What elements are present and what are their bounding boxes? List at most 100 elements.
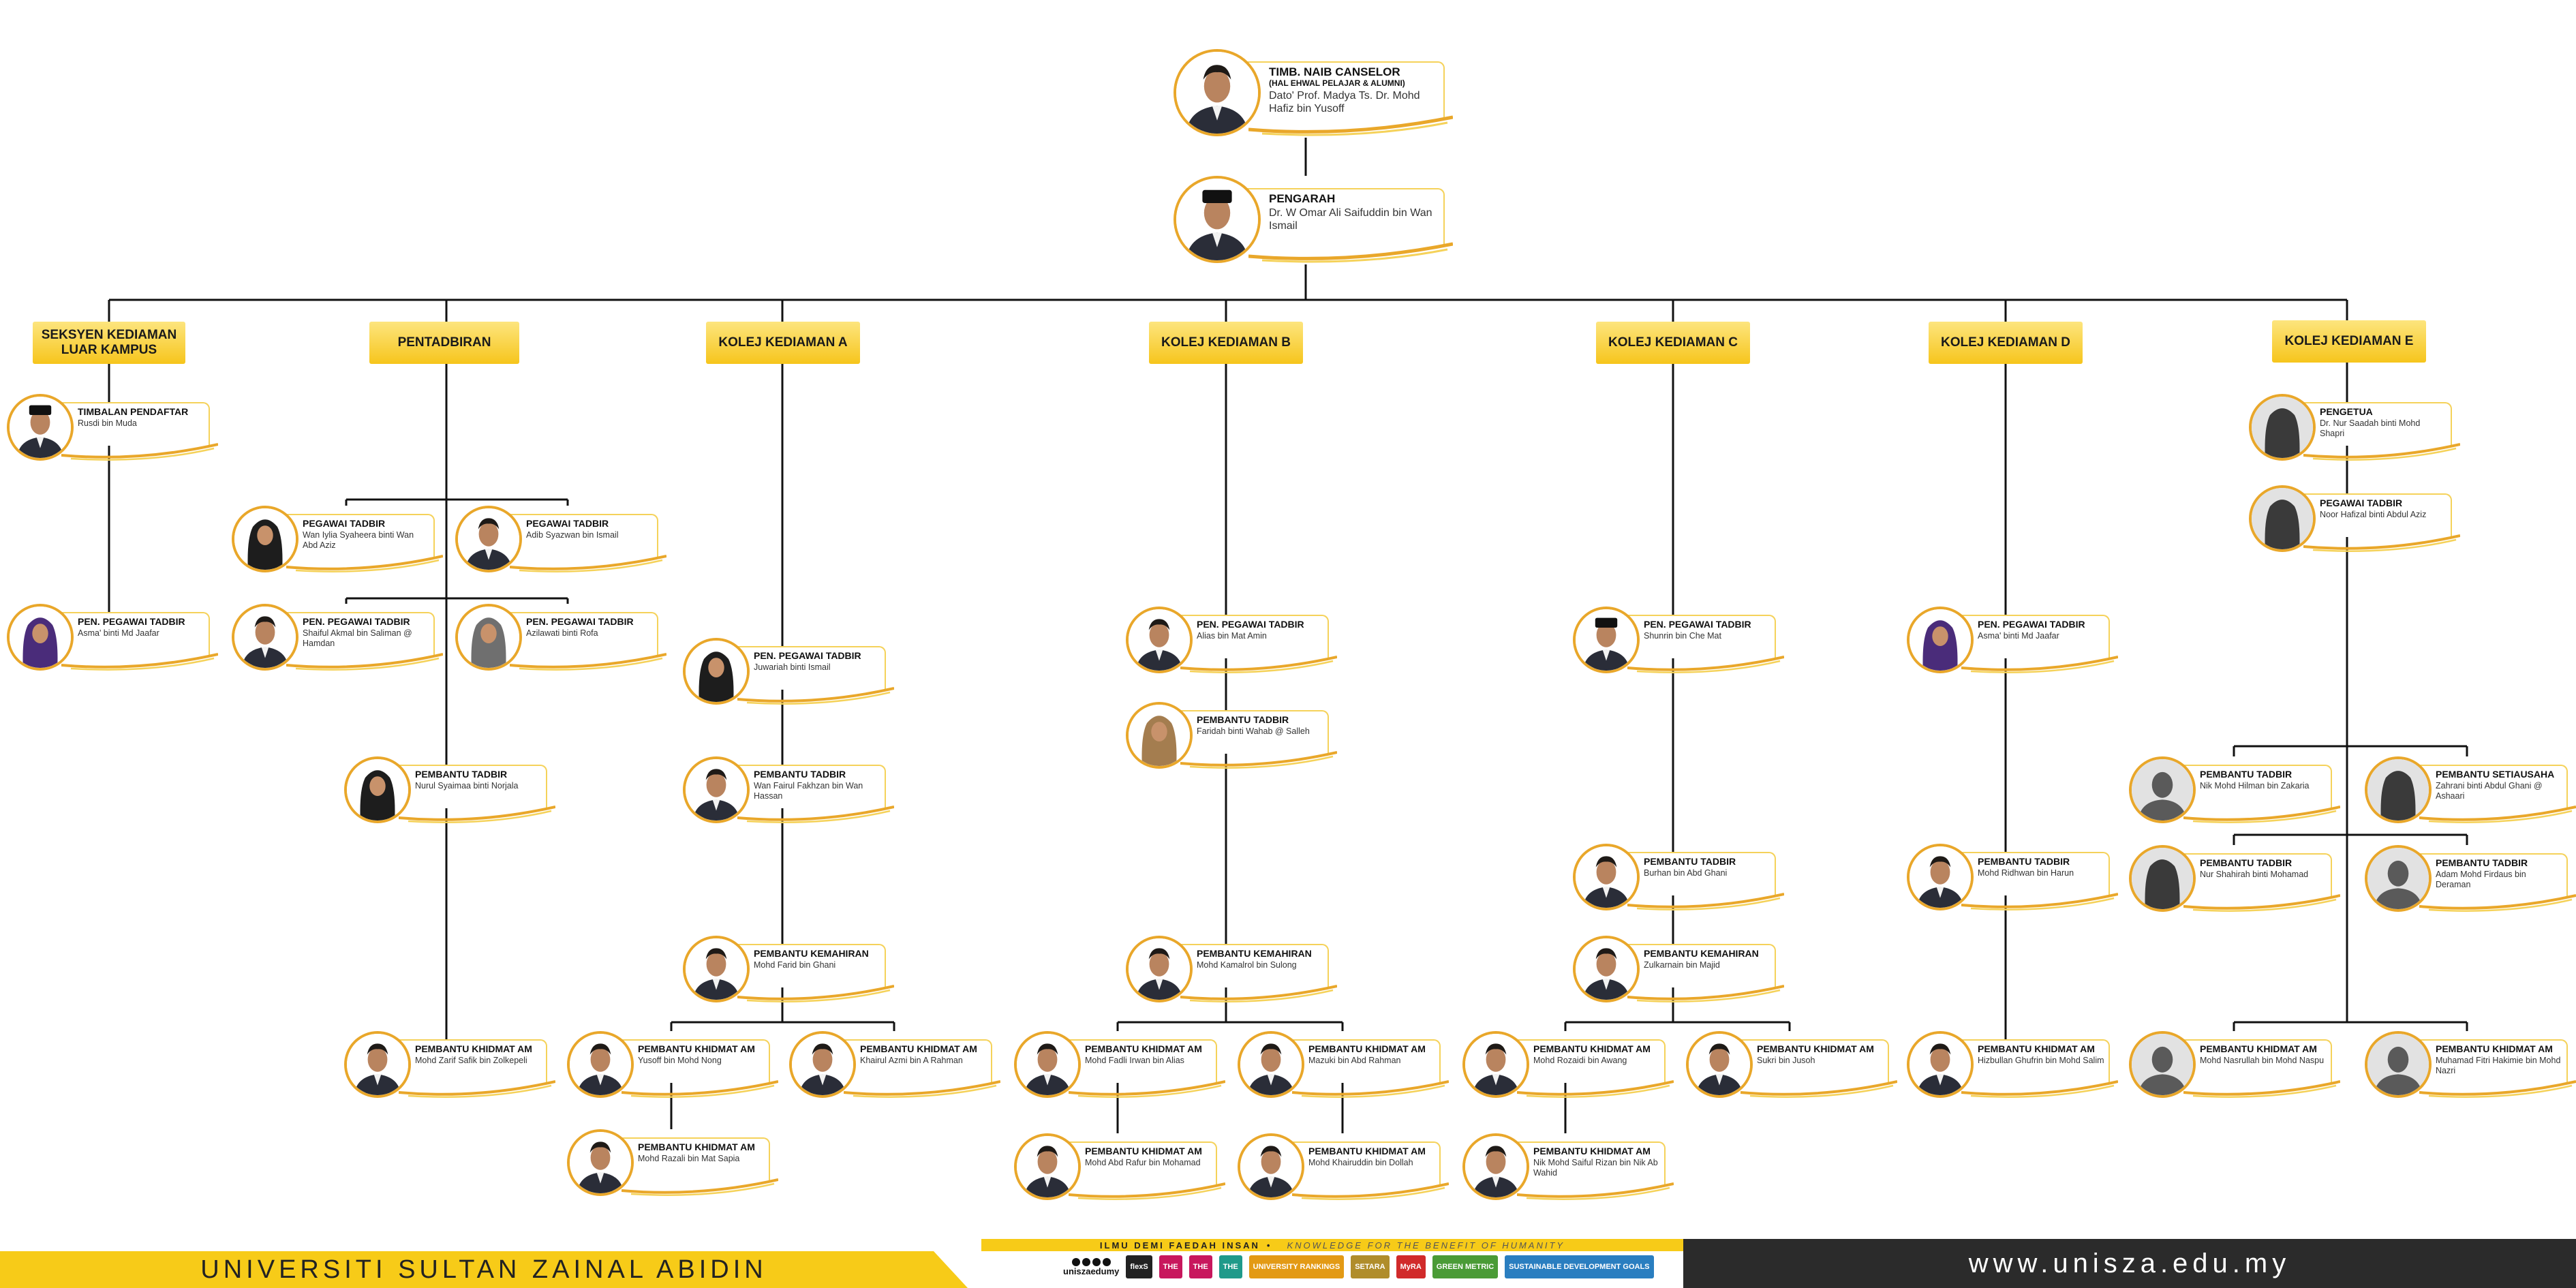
staff-photo — [2365, 845, 2432, 912]
staff-title: PEMBANTU KHIDMAT AM — [638, 1141, 755, 1152]
staff-photo — [2365, 1031, 2432, 1098]
staff-name: Yusoff bin Mohd Nong — [638, 1056, 722, 1065]
staff-title: PEN. PEGAWAI TADBIR — [303, 616, 410, 627]
swoosh-decoration — [1517, 1080, 1674, 1098]
staff-photo — [683, 638, 750, 705]
ranking-logo: flexS — [1126, 1255, 1152, 1278]
social-handle: uniszaedumy — [1063, 1266, 1120, 1276]
staff-name: Muhamad Fitri Hakimie bin Mohd Nazri — [2436, 1056, 2561, 1075]
swoosh-decoration — [1180, 985, 1337, 1002]
staff-name: Adam Mohd Firdaus bin Deraman — [2436, 870, 2526, 889]
staff-title: PEMBANTU TADBIR — [1978, 856, 2070, 867]
swoosh-decoration — [2303, 534, 2460, 552]
staff-photo — [1014, 1133, 1081, 1200]
staff-photo — [1907, 1031, 1974, 1098]
swoosh-decoration — [286, 555, 443, 572]
staff-name: Sukri bin Jusoh — [1757, 1056, 1815, 1065]
staff-title: PEMBANTU TADBIR — [2200, 857, 2293, 868]
unit-kolej-a: KOLEJ KEDIAMAN A — [706, 322, 860, 364]
unit-kolej-d: KOLEJ KEDIAMAN D — [1929, 322, 2083, 364]
staff-name: Adib Syazwan bin Ismail — [526, 530, 619, 540]
swoosh-decoration — [510, 653, 666, 671]
staff-name: Mohd Kamalrol bin Sulong — [1197, 960, 1297, 970]
staff-card: PEMBANTU KHIDMAT AM Sukri bin Jusoh — [1686, 1031, 1897, 1099]
staff-photo — [344, 756, 411, 823]
staff-title: PEMBANTU KHIDMAT AM — [1085, 1043, 1202, 1054]
staff-photo — [683, 936, 750, 1002]
swoosh-decoration — [1069, 1080, 1225, 1098]
ranking-logo: MyRA — [1396, 1255, 1426, 1278]
website-url[interactable]: www.unisza.edu.my — [1683, 1239, 2576, 1288]
staff-name: Khairul Azmi bin A Rahman — [860, 1056, 963, 1065]
staff-title: PEGAWAI TADBIR — [303, 518, 386, 529]
staff-name: Zulkarnain bin Majid — [1644, 960, 1720, 970]
staff-card: PEMBANTU KHIDMAT AM Mohd Khairuddin bin D… — [1238, 1133, 1449, 1201]
staff-title: PEMBANTU SETIAUSAHA — [2436, 769, 2555, 780]
unit-kolej-e: KOLEJ KEDIAMAN E — [2272, 320, 2426, 363]
footer-bar: UNIVERSITI SULTAN ZAINAL ABIDIN ILMU DEM… — [0, 1239, 2576, 1288]
tagline-en: KNOWLEDGE FOR THE BENEFIT OF HUMANITY — [1287, 1240, 1565, 1251]
instagram-icon[interactable] — [1092, 1257, 1101, 1266]
staff-title: PEGAWAI TADBIR — [2320, 497, 2403, 508]
photo-male — [1174, 49, 1261, 136]
unit-seksyen-luar-kampus: SEKSYEN KEDIAMAN LUAR KAMPUS — [33, 322, 185, 364]
swoosh-decoration — [1292, 1182, 1449, 1200]
staff-title: PEMBANTU KHIDMAT AM — [638, 1043, 755, 1054]
staff-photo — [1462, 1031, 1529, 1098]
swoosh-decoration — [737, 806, 894, 823]
staff-title: PEMBANTU KHIDMAT AM — [1757, 1043, 1874, 1054]
staff-name: Mohd Khairuddin bin Dollah — [1308, 1158, 1413, 1167]
swoosh-decoration — [2183, 894, 2340, 912]
staff-title: PEMBANTU KHIDMAT AM — [1085, 1146, 1202, 1156]
staff-title: PEMBANTU KHIDMAT AM — [2436, 1043, 2553, 1054]
staff-photo — [1573, 936, 1640, 1002]
staff-title: PEMBANTU KHIDMAT AM — [1978, 1043, 2095, 1054]
staff-photo — [1014, 1031, 1081, 1098]
staff-name: Mohd Nasrullah bin Mohd Naspu — [2200, 1056, 2325, 1065]
staff-photo — [1238, 1031, 1304, 1098]
swoosh-decoration — [1248, 115, 1453, 136]
x-icon[interactable] — [1082, 1257, 1090, 1266]
unit-kolej-b: KOLEJ KEDIAMAN B — [1149, 322, 1303, 364]
staff-title: PEN. PEGAWAI TADBIR — [754, 650, 861, 661]
swoosh-decoration — [2183, 1080, 2340, 1098]
swoosh-decoration — [1741, 1080, 1897, 1098]
staff-name: Burhan bin Abd Ghani — [1644, 868, 1728, 878]
staff-photo — [455, 506, 522, 572]
staff-name: Faridah binti Wahab @ Salleh — [1197, 726, 1310, 736]
staff-name: Nik Mohd Hilman bin Zakaria — [2200, 781, 2310, 791]
staff-title: PEN. PEGAWAI TADBIR — [1644, 619, 1751, 630]
staff-photo — [1126, 607, 1193, 673]
card-name: Dr. W Omar Ali Saifuddin bin Wan Ismail — [1269, 207, 1432, 232]
swoosh-decoration — [1180, 751, 1337, 769]
tagline-ms: ILMU DEMI FAEDAH INSAN — [1099, 1240, 1260, 1251]
swoosh-decoration — [2303, 443, 2460, 461]
staff-photo — [2249, 394, 2316, 461]
staff-photo — [2365, 756, 2432, 823]
swoosh-decoration — [1292, 1080, 1449, 1098]
staff-title: PEMBANTU KHIDMAT AM — [2200, 1043, 2317, 1054]
staff-name: Mohd Razali bin Mat Sapia — [638, 1154, 740, 1163]
facebook-icon[interactable] — [1071, 1257, 1080, 1266]
staff-name: Hizbullan Ghufrin bin Mohd Salim — [1978, 1056, 2104, 1065]
youtube-icon[interactable] — [1102, 1257, 1111, 1266]
staff-title: PEMBANTU KHIDMAT AM — [1308, 1146, 1426, 1156]
staff-photo — [455, 604, 522, 671]
staff-name: Noor Hafizal binti Abdul Aziz — [2320, 510, 2427, 519]
card-title: TIMB. NAIB CANSELOR — [1269, 65, 1400, 78]
staff-name: Mohd Rozaidi bin Awang — [1533, 1056, 1627, 1065]
staff-title: PEMBANTU KEMAHIRAN — [1644, 948, 1759, 959]
